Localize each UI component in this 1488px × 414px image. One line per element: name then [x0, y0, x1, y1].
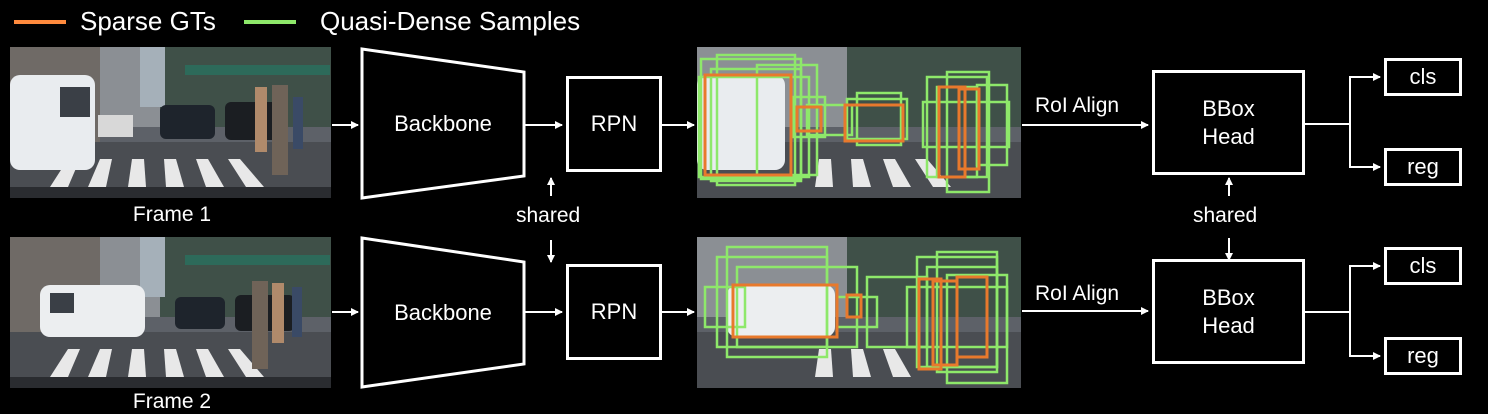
street-scene-with-boxes-2	[697, 237, 1021, 388]
arrow-head2-to-cls	[1305, 262, 1381, 313]
reg-box-2: reg	[1384, 337, 1462, 375]
street-scene-with-boxes-1	[697, 47, 1021, 198]
frame-2-label: Frame 2	[132, 390, 212, 413]
connector-lines	[332, 47, 1381, 389]
roi-align-label-2: RoI Align	[1035, 282, 1120, 305]
bbox-head-box-2: BBox Head	[1152, 259, 1305, 364]
backbone-shape-2	[360, 236, 526, 389]
legend-swatch-sparse-gts	[14, 20, 66, 24]
shared-label-head: shared	[1193, 204, 1258, 227]
backbone-label-1: Backbone	[394, 111, 492, 136]
quasi-dense-samples-image-2	[697, 237, 1021, 388]
arrow-head2-to-reg	[1349, 312, 1381, 360]
roi-align-label-1: RoI Align	[1035, 94, 1120, 117]
legend: Sparse GTs Quasi-Dense Samples	[0, 0, 640, 44]
quasi-dense-samples-image-1	[697, 47, 1021, 198]
frame-1-label: Frame 1	[132, 203, 212, 226]
backbone-shape-1	[360, 47, 526, 200]
arrow-head1-to-cls	[1305, 73, 1381, 125]
legend-label-quasi-dense-samples: Quasi-Dense Samples	[320, 6, 581, 36]
arrow-head1-to-reg	[1349, 124, 1381, 171]
legend-label-sparse-gts: Sparse GTs	[80, 6, 216, 36]
frame-2-image	[10, 237, 331, 388]
legend-swatch-quasi-dense-samples	[244, 20, 296, 24]
street-scene-graphic-2	[10, 237, 331, 388]
shared-label-rpn: shared	[516, 204, 581, 227]
street-scene-graphic-1	[10, 47, 331, 198]
bbox-head-box-1: BBox Head	[1152, 70, 1305, 175]
cls-box-1: cls	[1384, 58, 1462, 96]
rpn-box-1: RPN	[566, 76, 662, 172]
rpn-box-2: RPN	[566, 264, 662, 360]
cls-box-2: cls	[1384, 247, 1462, 285]
frame-1-image	[10, 47, 331, 198]
backbone-label-2: Backbone	[394, 300, 492, 325]
reg-box-1: reg	[1384, 148, 1462, 186]
